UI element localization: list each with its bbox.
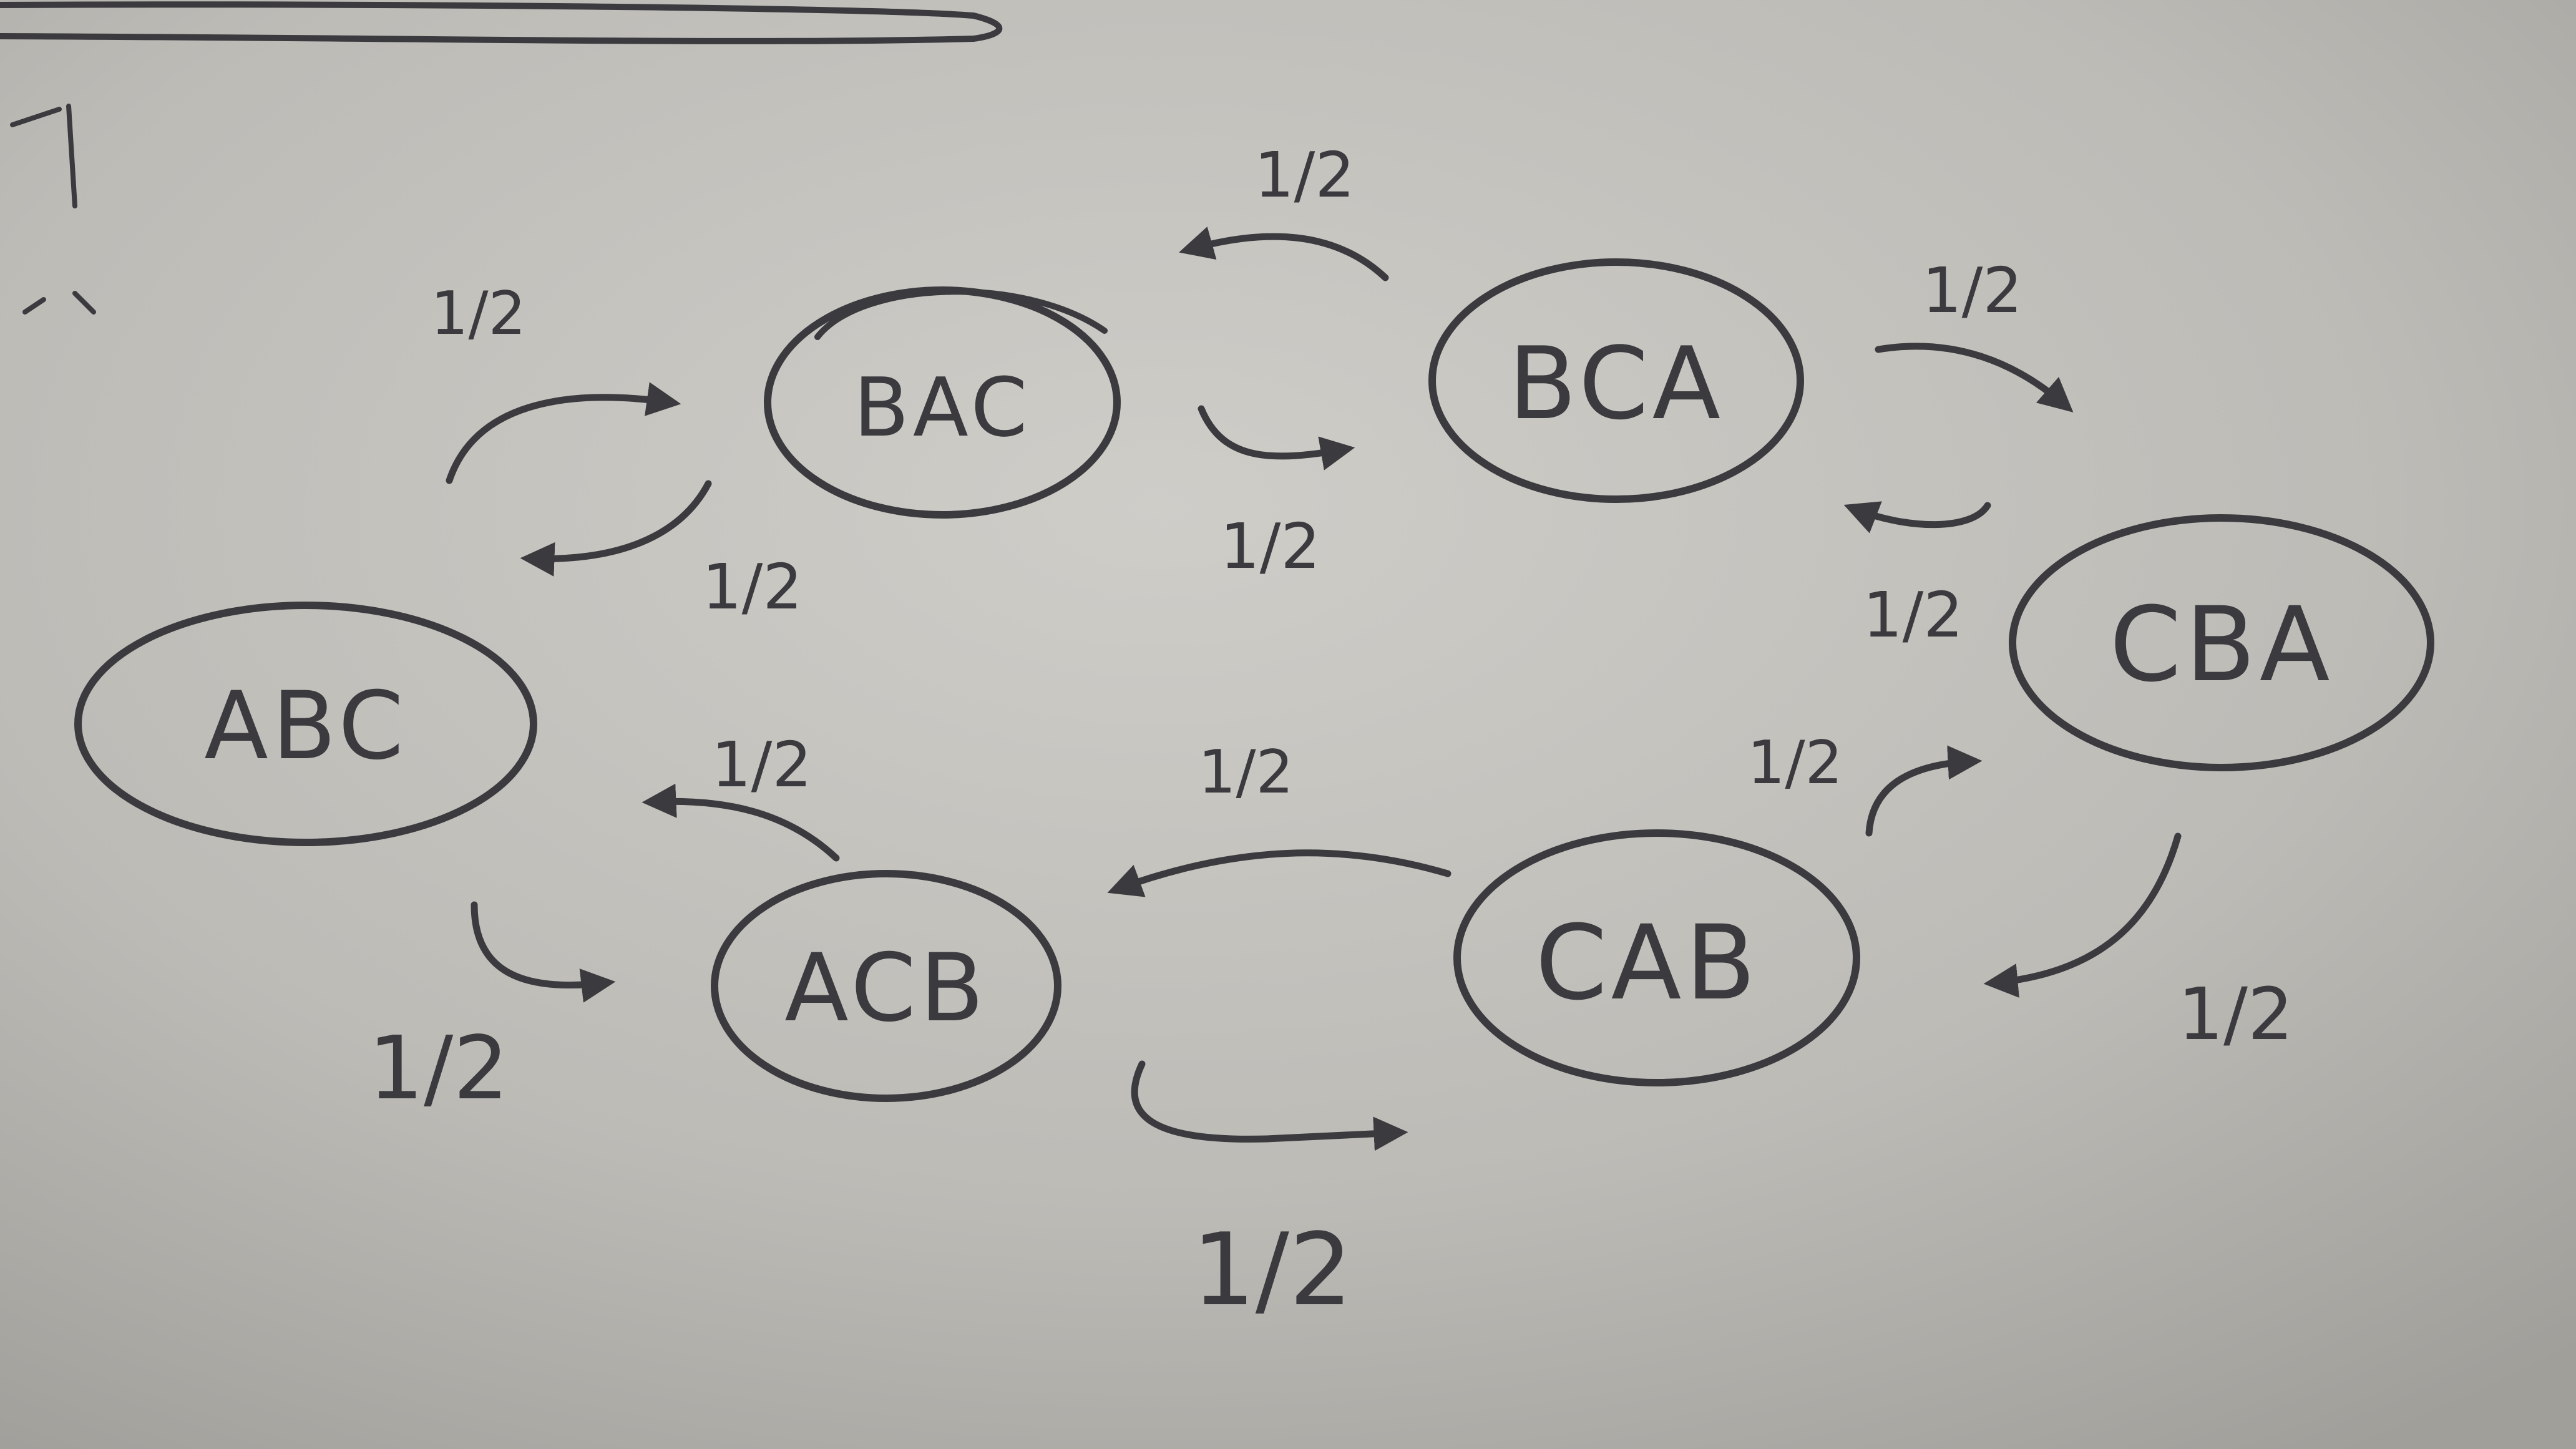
edge-abc-to-bac: [446, 382, 681, 484]
node-abc-label: ABC: [204, 672, 407, 781]
edge-label-acb-to-cab: 1/2: [1192, 1211, 1353, 1328]
node-bac-overlap-stroke: [814, 288, 1108, 340]
edge-cab-to-acb: [1107, 849, 1451, 897]
node-cba-ellipse: [2009, 514, 2434, 771]
edge-abc-to-acb: [471, 901, 616, 1003]
stray-mark-top: [0, 1, 1003, 44]
node-bca-ellipse: [1428, 258, 1804, 503]
edge-bac-to-abc: [520, 480, 712, 577]
edge-bca-to-cba: [1875, 343, 2074, 412]
node-cab-label: CAB: [1535, 903, 1759, 1023]
node-bac-label: BAC: [854, 360, 1032, 455]
edge-label-cba-to-cab: 1/2: [2178, 973, 2293, 1056]
edge-cab-to-cba: [1865, 745, 1983, 837]
edge-label-cba-to-bca: 1/2: [1863, 578, 1963, 651]
edge-label-bac-to-abc: 1/2: [702, 550, 803, 623]
edge-label-cab-to-acb: 1/2: [1198, 738, 1294, 807]
node-cab-ellipse: [1453, 829, 1860, 1086]
node-cba-label: CBA: [2109, 585, 2333, 705]
nodes: [74, 258, 2434, 1102]
edge-label-bac-to-bca: 1/2: [1220, 510, 1320, 583]
edges: [446, 227, 2182, 1151]
edge-bac-to-bca: [1198, 405, 1355, 471]
edge-label-cab-to-cba: 1/2: [1747, 729, 1843, 798]
node-abc-ellipse: [74, 602, 537, 846]
edge-label-acb-to-abc: 1/2: [711, 728, 812, 801]
stray-mark-left: [10, 104, 96, 315]
edge-bca-to-bac: [1179, 227, 1389, 281]
node-labels: ABC BAC BCA CBA CAB ACB: [204, 325, 2333, 1043]
edge-label-bca-to-cba: 1/2: [1922, 254, 2022, 327]
edge-label-abc-to-acb: 1/2: [368, 1018, 509, 1120]
node-acb-ellipse: [711, 870, 1061, 1102]
node-bca-label: BCA: [1508, 325, 1724, 442]
edge-acb-to-cab: [1131, 1060, 1408, 1151]
edge-labels: 1/2 1/2 1/2 1/2 1/2 1/2 1/2 1/2 1/2 1/2 …: [368, 139, 2293, 1328]
edge-label-abc-to-bac: 1/2: [431, 280, 526, 348]
edge-acb-to-abc: [642, 783, 840, 862]
edge-cba-to-cab: [1983, 832, 2182, 998]
edge-cba-to-bca: [1843, 501, 1991, 534]
edge-label-bca-to-bac: 1/2: [1254, 139, 1355, 212]
node-acb-label: ACB: [784, 934, 988, 1043]
